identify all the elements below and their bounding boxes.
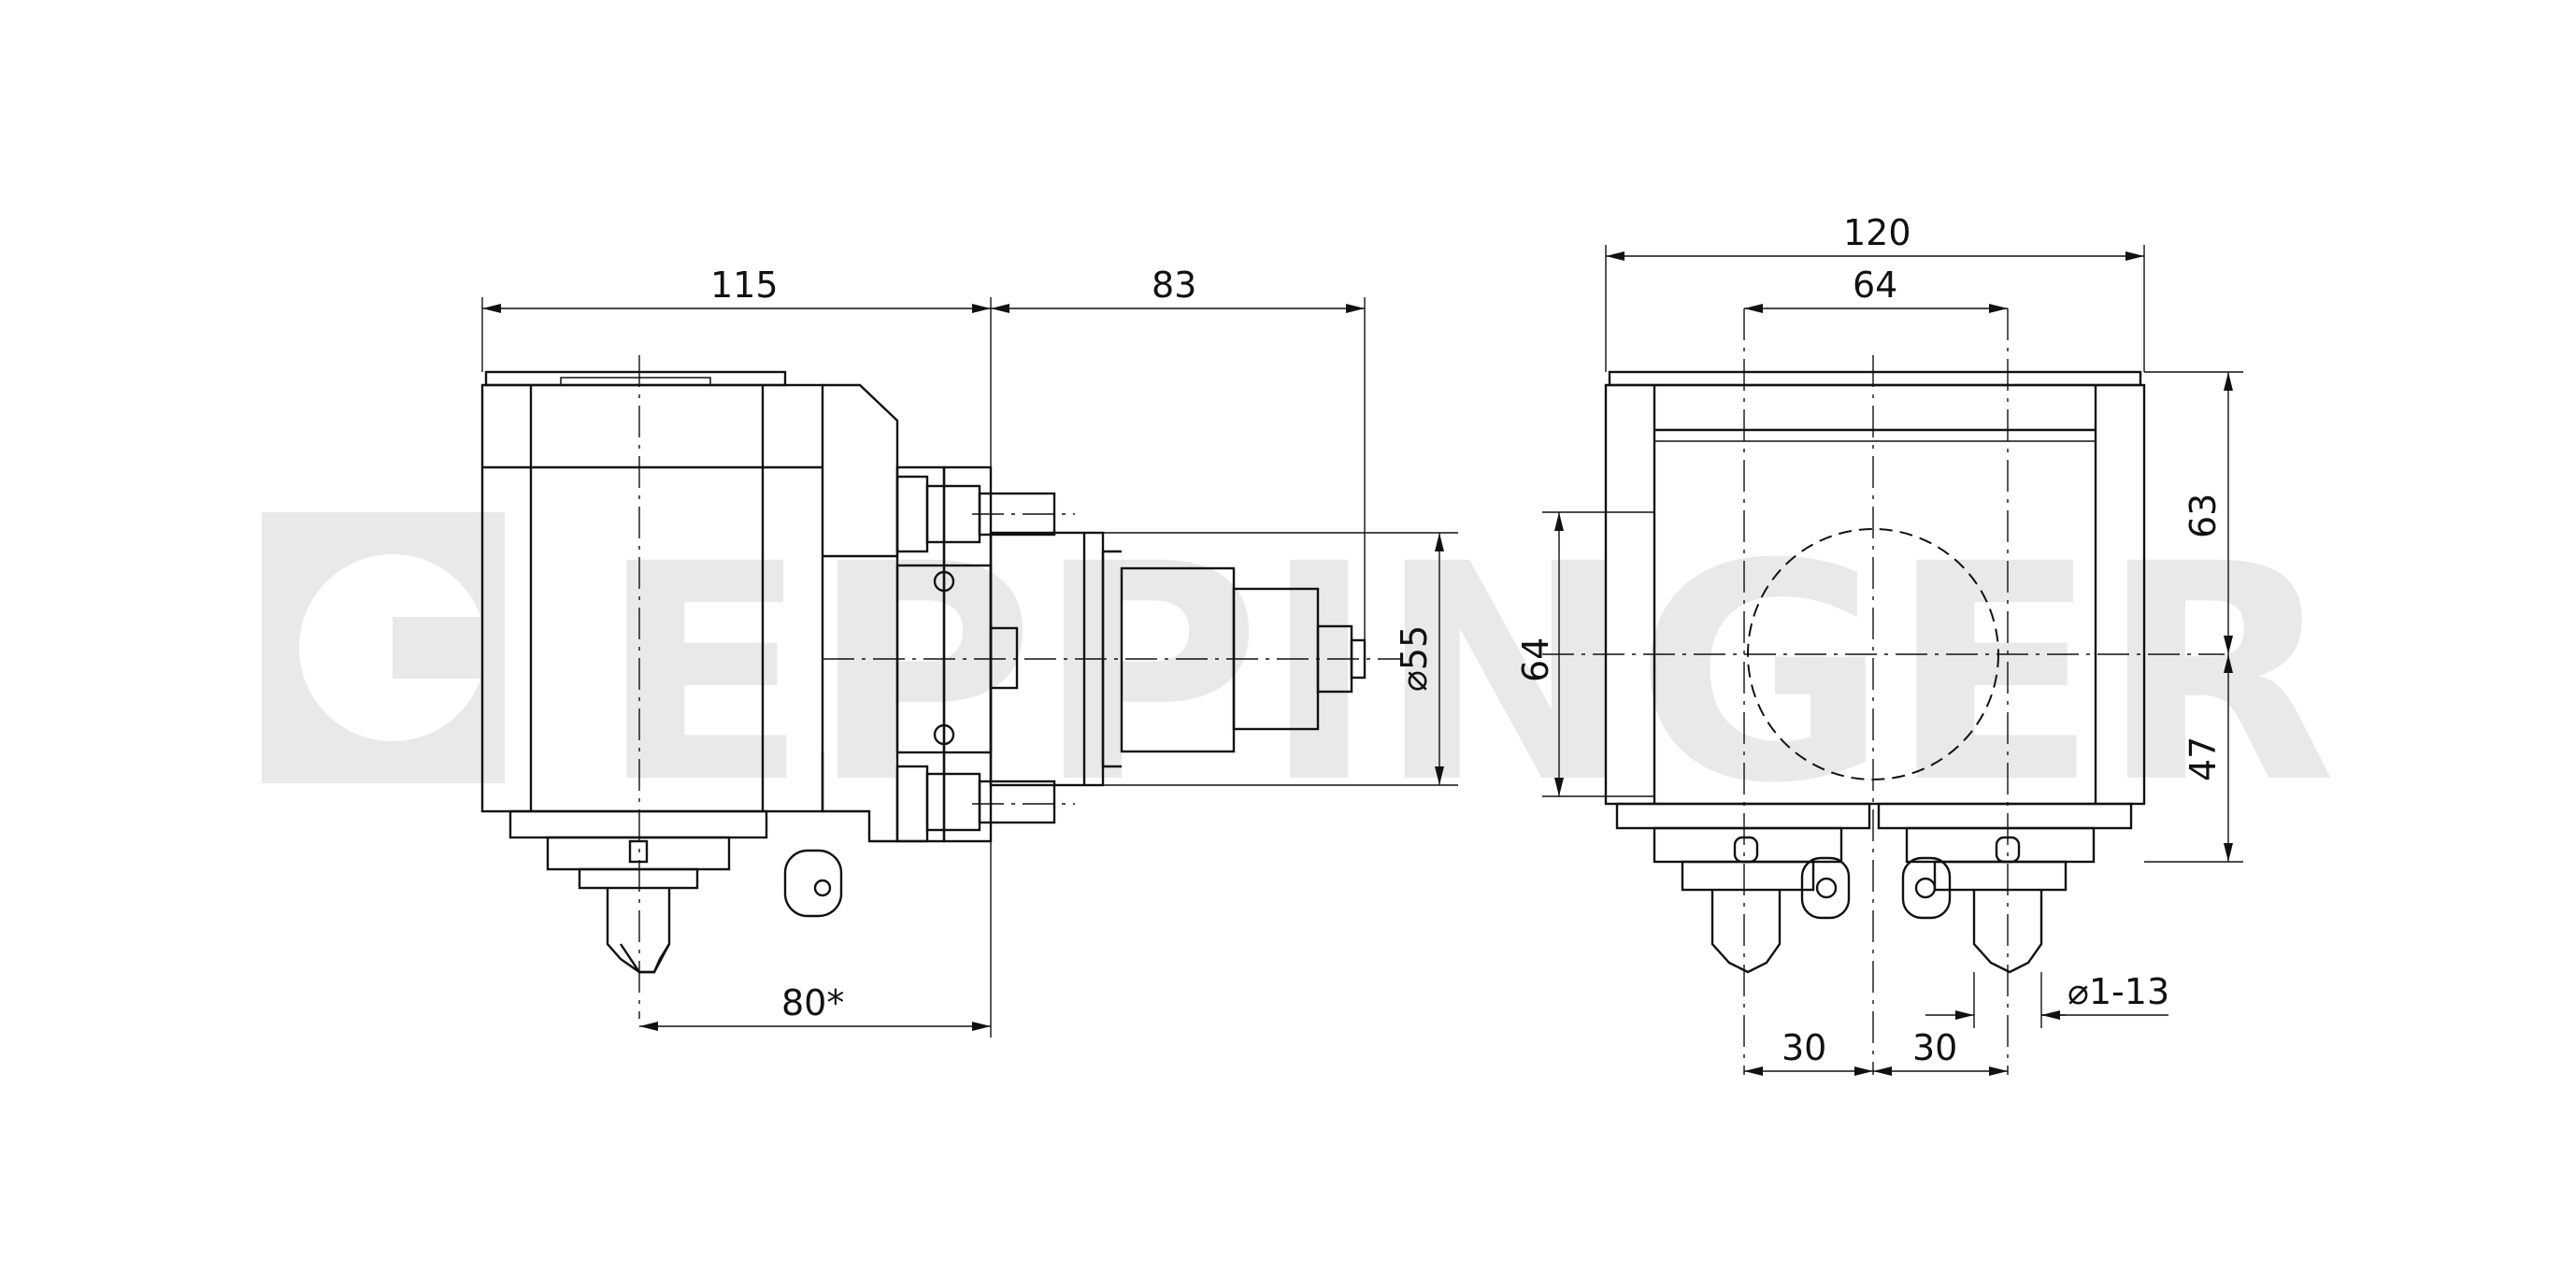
adjust-screw-icon — [933, 570, 955, 593]
left-coolant-fitting — [1800, 856, 1851, 920]
nut-icon — [628, 839, 649, 864]
adjust-screw-icon-2 — [933, 723, 955, 746]
dim-120: 120 — [1843, 212, 1911, 253]
dim-115: 115 — [710, 265, 779, 306]
right-coolant-fitting — [1901, 856, 1952, 920]
front-top-cap — [1608, 370, 2142, 387]
front-view-centerlines — [1542, 308, 2225, 1075]
dim-30-left: 30 — [1782, 1027, 1826, 1068]
dim-83: 83 — [1152, 265, 1196, 306]
top-cap — [484, 370, 787, 387]
front-view-dimensions: 120 64 64 63 47 30 30 ⌀1-13 — [1515, 212, 2243, 1076]
dim-64-top: 64 — [1853, 265, 1897, 306]
watermark-text: EPPINGER — [598, 501, 2337, 849]
watermark: EPPINGER — [262, 501, 2337, 849]
left-tool-shank — [1710, 890, 1782, 974]
front-housing — [1604, 383, 2146, 806]
dim-63: 63 — [2182, 494, 2224, 538]
dim-47: 47 — [2182, 737, 2224, 781]
dim-80: 80* — [781, 982, 844, 1023]
dim-64-side: 64 — [1515, 637, 1556, 682]
angle-block — [823, 383, 899, 558]
side-view-dimensions: 115 83 ⌀55 80* — [481, 265, 1458, 1038]
dim-dia-55: ⌀55 — [1394, 625, 1435, 692]
front-view — [1604, 370, 2146, 974]
eppinger-logo — [262, 512, 505, 783]
side-view-centerlines — [638, 355, 1402, 1019]
dim-collet-range: ⌀1-13 — [2068, 971, 2169, 1012]
coolant-fitting — [783, 849, 843, 918]
top-cap-inner — [560, 377, 711, 386]
dim-30-right: 30 — [1912, 1027, 1957, 1068]
right-tool-shank — [1972, 890, 2043, 974]
